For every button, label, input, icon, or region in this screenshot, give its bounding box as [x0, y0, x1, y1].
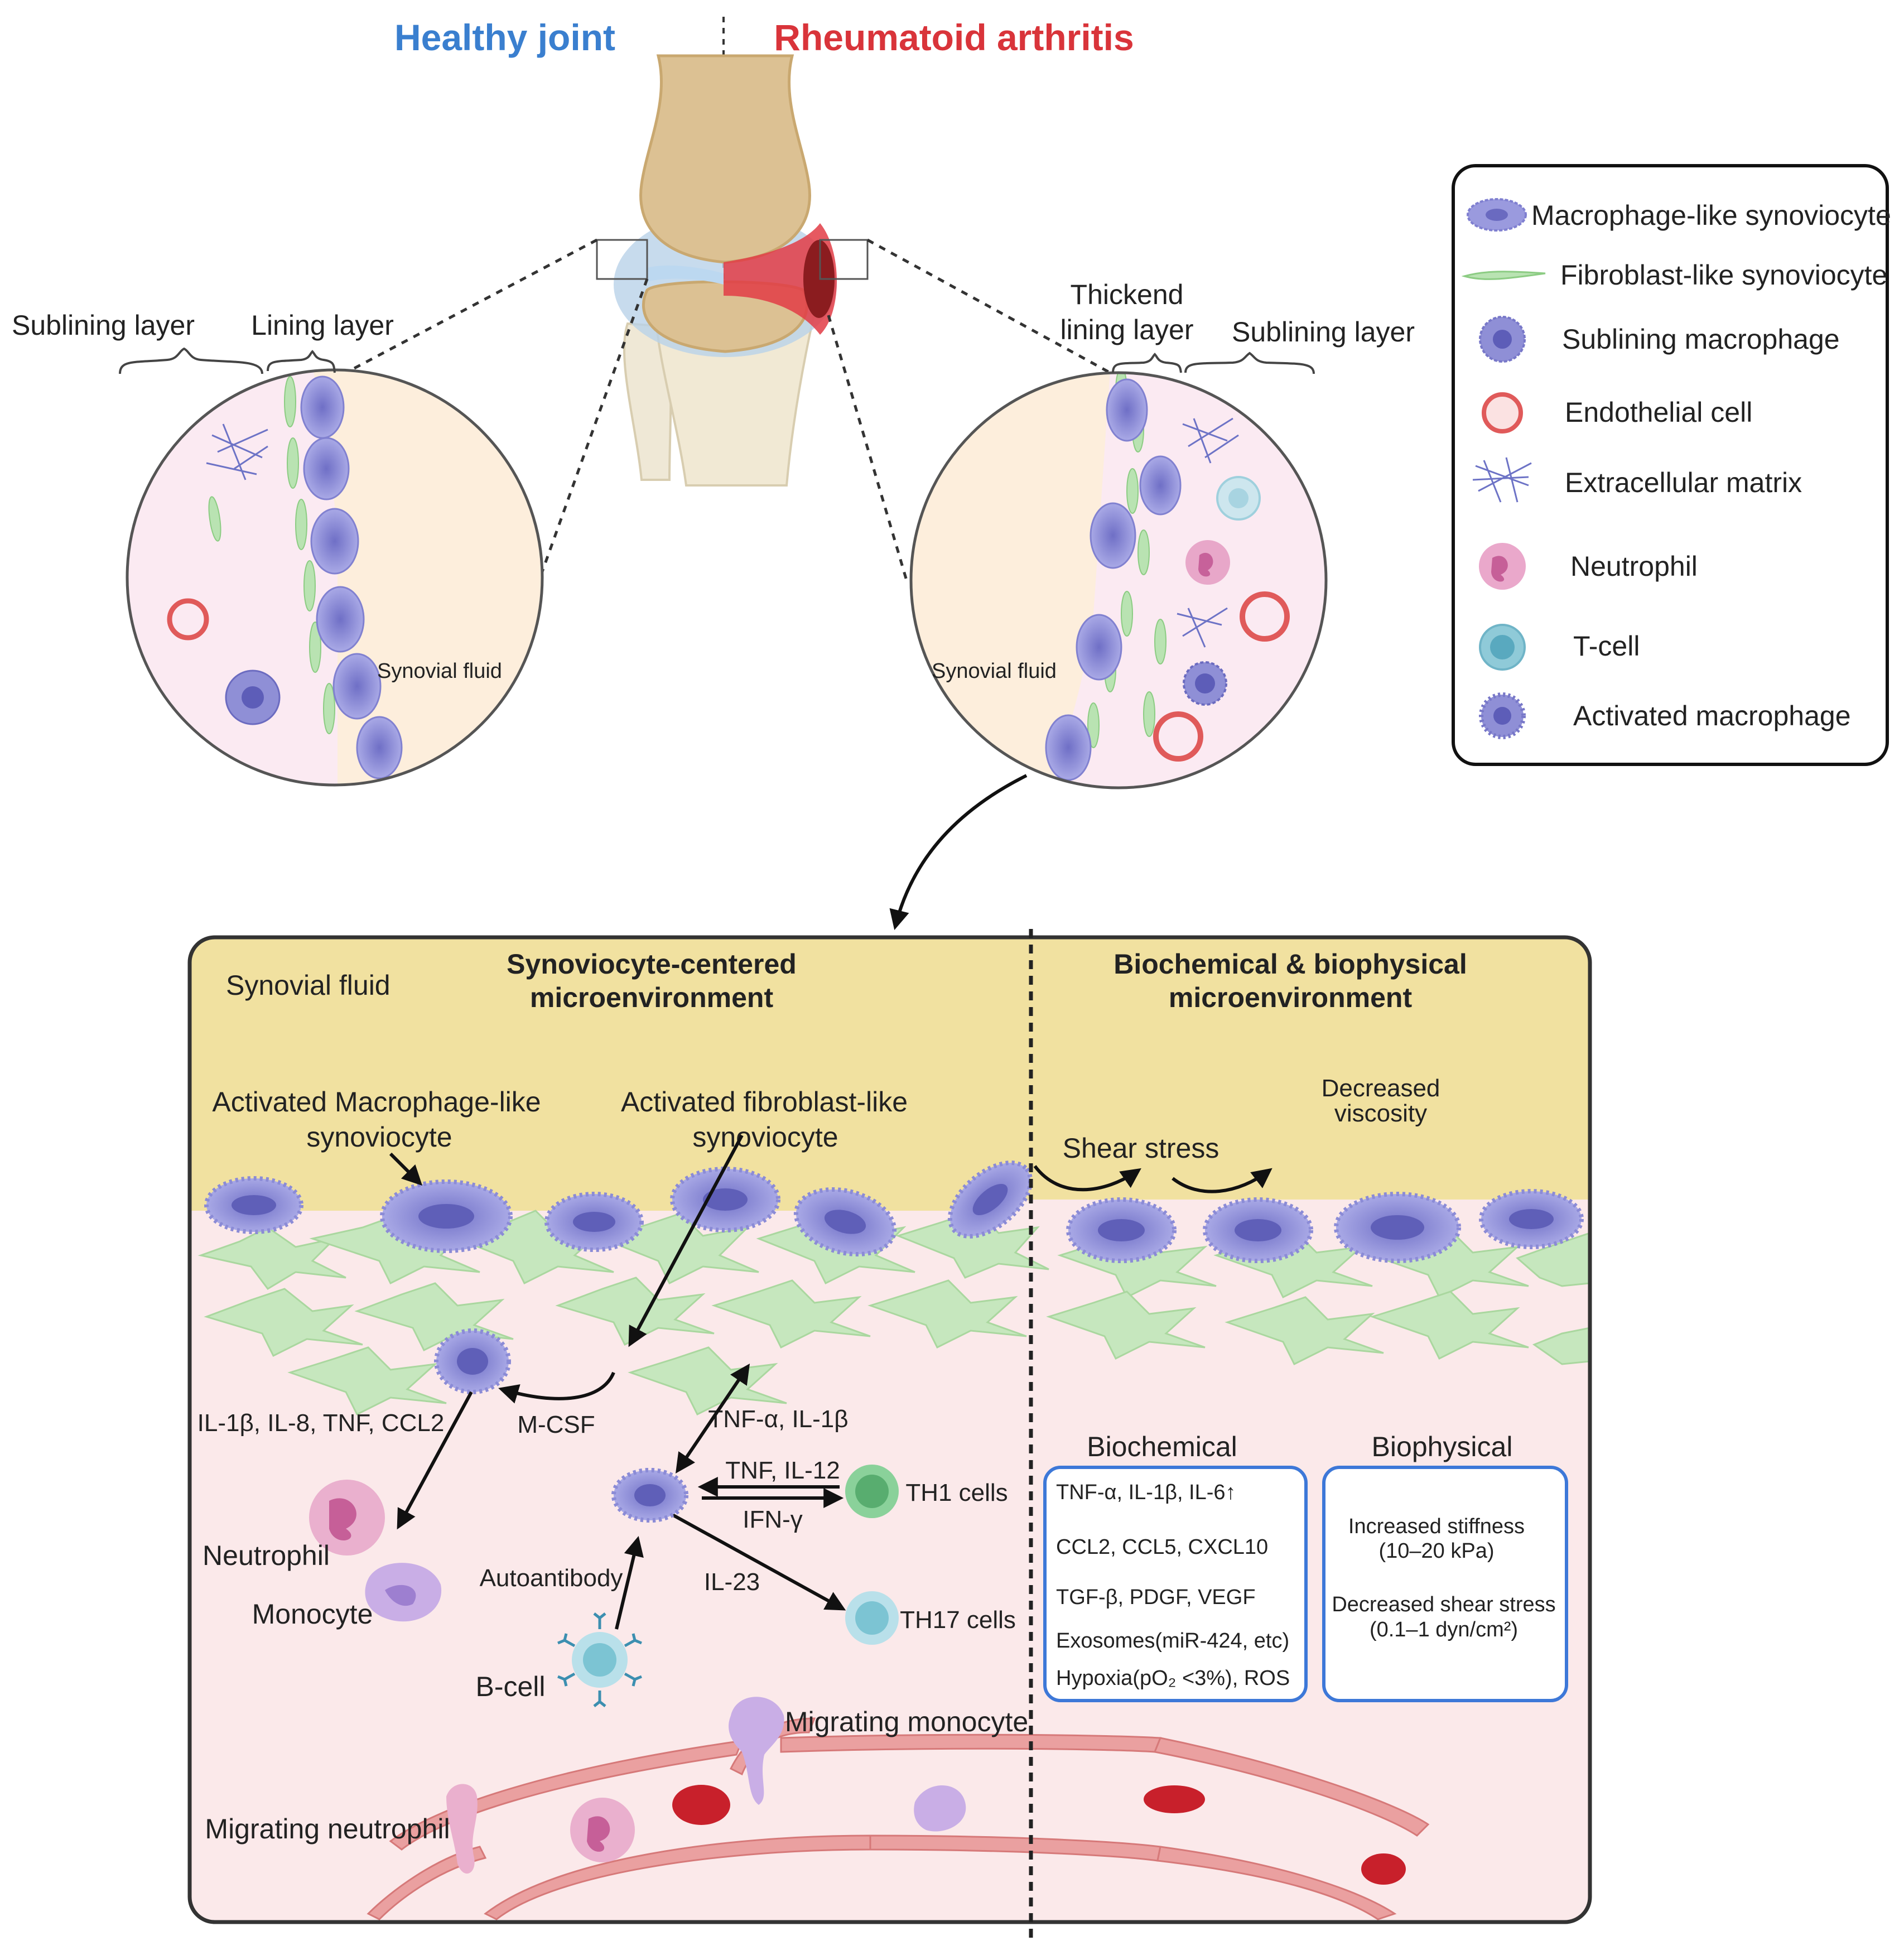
left-section-title-1: Synoviocyte-centered: [507, 948, 797, 980]
macrophage-like-synoviocyte-icon: [1467, 198, 1527, 232]
b-cell: [557, 1612, 642, 1707]
migrating-neutrophil-cell: [446, 1784, 635, 1874]
healthy-joint-title: Healthy joint: [394, 17, 615, 58]
biochemical-line-2: CCL2, CCL5, CXCL10: [1056, 1535, 1268, 1559]
biochemical-line-3: TGF-β, PDGF, VEGF: [1056, 1586, 1256, 1609]
shear-stress-label: Shear stress: [1063, 1133, 1219, 1164]
activated-macrophage-row: [204, 1160, 1584, 1523]
signal-arrows: [389, 1134, 1272, 1630]
th17-cell: [845, 1591, 899, 1645]
left-synovial-fluid-label: Synovial fluid: [377, 659, 502, 683]
activated-macrophage-label-2: synoviocyte: [306, 1121, 452, 1153]
legend-label-ecm: Extracellular matrix: [1565, 467, 1802, 498]
microenvironment-panel: [187, 929, 1592, 1942]
neutrophil-icon: [1479, 543, 1526, 590]
bcell-label: B-cell: [475, 1671, 545, 1702]
ifng-label: IFN-γ: [743, 1506, 803, 1533]
microenvironment-frame: [187, 935, 1592, 1924]
monocyte-cell: [365, 1563, 442, 1622]
biochemical-line-5: Hypoxia(pO₂ <3%), ROS: [1056, 1667, 1290, 1690]
biochemical-title: Biochemical: [1087, 1431, 1237, 1462]
mcsf-label: M-CSF: [517, 1411, 595, 1438]
legend-label-tcell: T-cell: [1573, 630, 1640, 662]
monocyte-label: Monocyte: [252, 1598, 373, 1630]
right-braces: [1112, 351, 1315, 374]
zoom-guides: [345, 238, 1111, 581]
red-blood-cells: [672, 1785, 1406, 1885]
il23-label: IL-23: [704, 1568, 760, 1596]
biochemical-line-1: TNF-α, IL-1β, IL-6↑: [1056, 1481, 1236, 1504]
legend-label-macrophage-like: Macrophage-like synoviocyte: [1531, 200, 1891, 231]
right-section-title-1: Biochemical & biophysical: [1114, 948, 1467, 980]
th17-label: TH17 cells: [900, 1606, 1016, 1634]
bottom-synovial-fluid-label: Synovial fluid: [226, 970, 391, 1001]
ra-title: Rheumatoid arthritis: [774, 17, 1134, 58]
th1-label: TH1 cells: [905, 1479, 1008, 1506]
extracellular-matrix-icon: [1472, 457, 1532, 503]
migrating-monocyte-label: Migrating monocyte: [785, 1706, 1028, 1737]
biophysical-shear-2: (0.1–1 dyn/cm²): [1370, 1618, 1518, 1641]
ra-synovium-zoom: [909, 371, 1328, 789]
biochemical-box: [1043, 1466, 1308, 1702]
right-thickend-label-2: lining layer: [1060, 314, 1193, 345]
left-braces: [119, 347, 336, 374]
legend-label-activated-macrophage: Activated macrophage: [1573, 700, 1851, 731]
migrating-neutrophil-label: Migrating neutrophil: [205, 1813, 450, 1845]
tnf-il12-label: TNF, IL-12: [725, 1457, 840, 1484]
neutrophil-label: Neutrophil: [203, 1540, 330, 1571]
migrating-monocyte-cell: [729, 1697, 966, 1832]
right-section-title-2: microenvironment: [1169, 982, 1413, 1013]
endothelial-cell-icon: [1482, 392, 1523, 434]
activated-fibroblast-label-1: Activated fibroblast-like: [621, 1086, 908, 1118]
activated-fibroblast-label-2: synoviocyte: [692, 1121, 838, 1153]
left-sublining-label: Sublining layer: [12, 310, 195, 341]
legend-label-fibroblast-like: Fibroblast-like synoviocyte: [1560, 259, 1887, 291]
decreased-viscosity-label-2: viscosity: [1334, 1100, 1427, 1127]
activated-macrophage-label-1: Activated Macrophage-like: [212, 1086, 541, 1118]
biophysical-stiffness-1: Increased stiffness: [1348, 1515, 1525, 1538]
neutrophil-cell: [309, 1480, 385, 1556]
right-synovial-fluid-label: Synovial fluid: [932, 659, 1057, 683]
t-cell-icon: [1479, 624, 1526, 671]
legend-label-sublining-macrophage: Sublining macrophage: [1562, 324, 1840, 355]
decreased-viscosity-label-1: Decreased: [1322, 1075, 1440, 1102]
knee-joint: [596, 54, 869, 487]
biophysical-box: [1322, 1466, 1568, 1702]
hub-activated-macrophage: [611, 1468, 688, 1523]
healthy-synovium-zoom: [126, 368, 544, 787]
legend-frame: [1452, 164, 1889, 766]
biophysical-shear-1: Decreased shear stress: [1332, 1593, 1555, 1616]
th1-cell: [845, 1465, 899, 1518]
biochemical-line-4: Exosomes(miR-424, etc): [1056, 1629, 1289, 1653]
right-sublining-label: Sublining layer: [1232, 316, 1415, 348]
fibroblast-like-synoviocyte-icon: [1461, 271, 1546, 280]
left-section-title-2: microenvironment: [530, 982, 774, 1013]
il-list-label: IL-1β, IL-8, TNF, CCL2: [197, 1409, 445, 1437]
biophysical-title: Biophysical: [1372, 1431, 1513, 1462]
legend: Macrophage-like synoviocyte Fibroblast-l…: [1452, 164, 1891, 766]
autoantibody-label: Autoantibody: [480, 1564, 623, 1592]
biophysical-stiffness-2: (10–20 kPa): [1378, 1539, 1494, 1563]
tnfa-il1b-label: TNF-α, IL-1β: [708, 1405, 848, 1433]
legend-label-endothelial: Endothelial cell: [1565, 397, 1752, 428]
blood-vessel: [367, 1717, 1430, 1920]
right-thickend-label-1: Thickend: [1071, 279, 1184, 310]
activated-macrophage-icon: [1479, 692, 1526, 739]
zoom-arrow: [889, 774, 1028, 930]
sublining-macrophage-icon: [1479, 316, 1526, 363]
left-lining-label: Lining layer: [251, 310, 394, 341]
legend-label-neutrophil: Neutrophil: [1570, 551, 1698, 582]
